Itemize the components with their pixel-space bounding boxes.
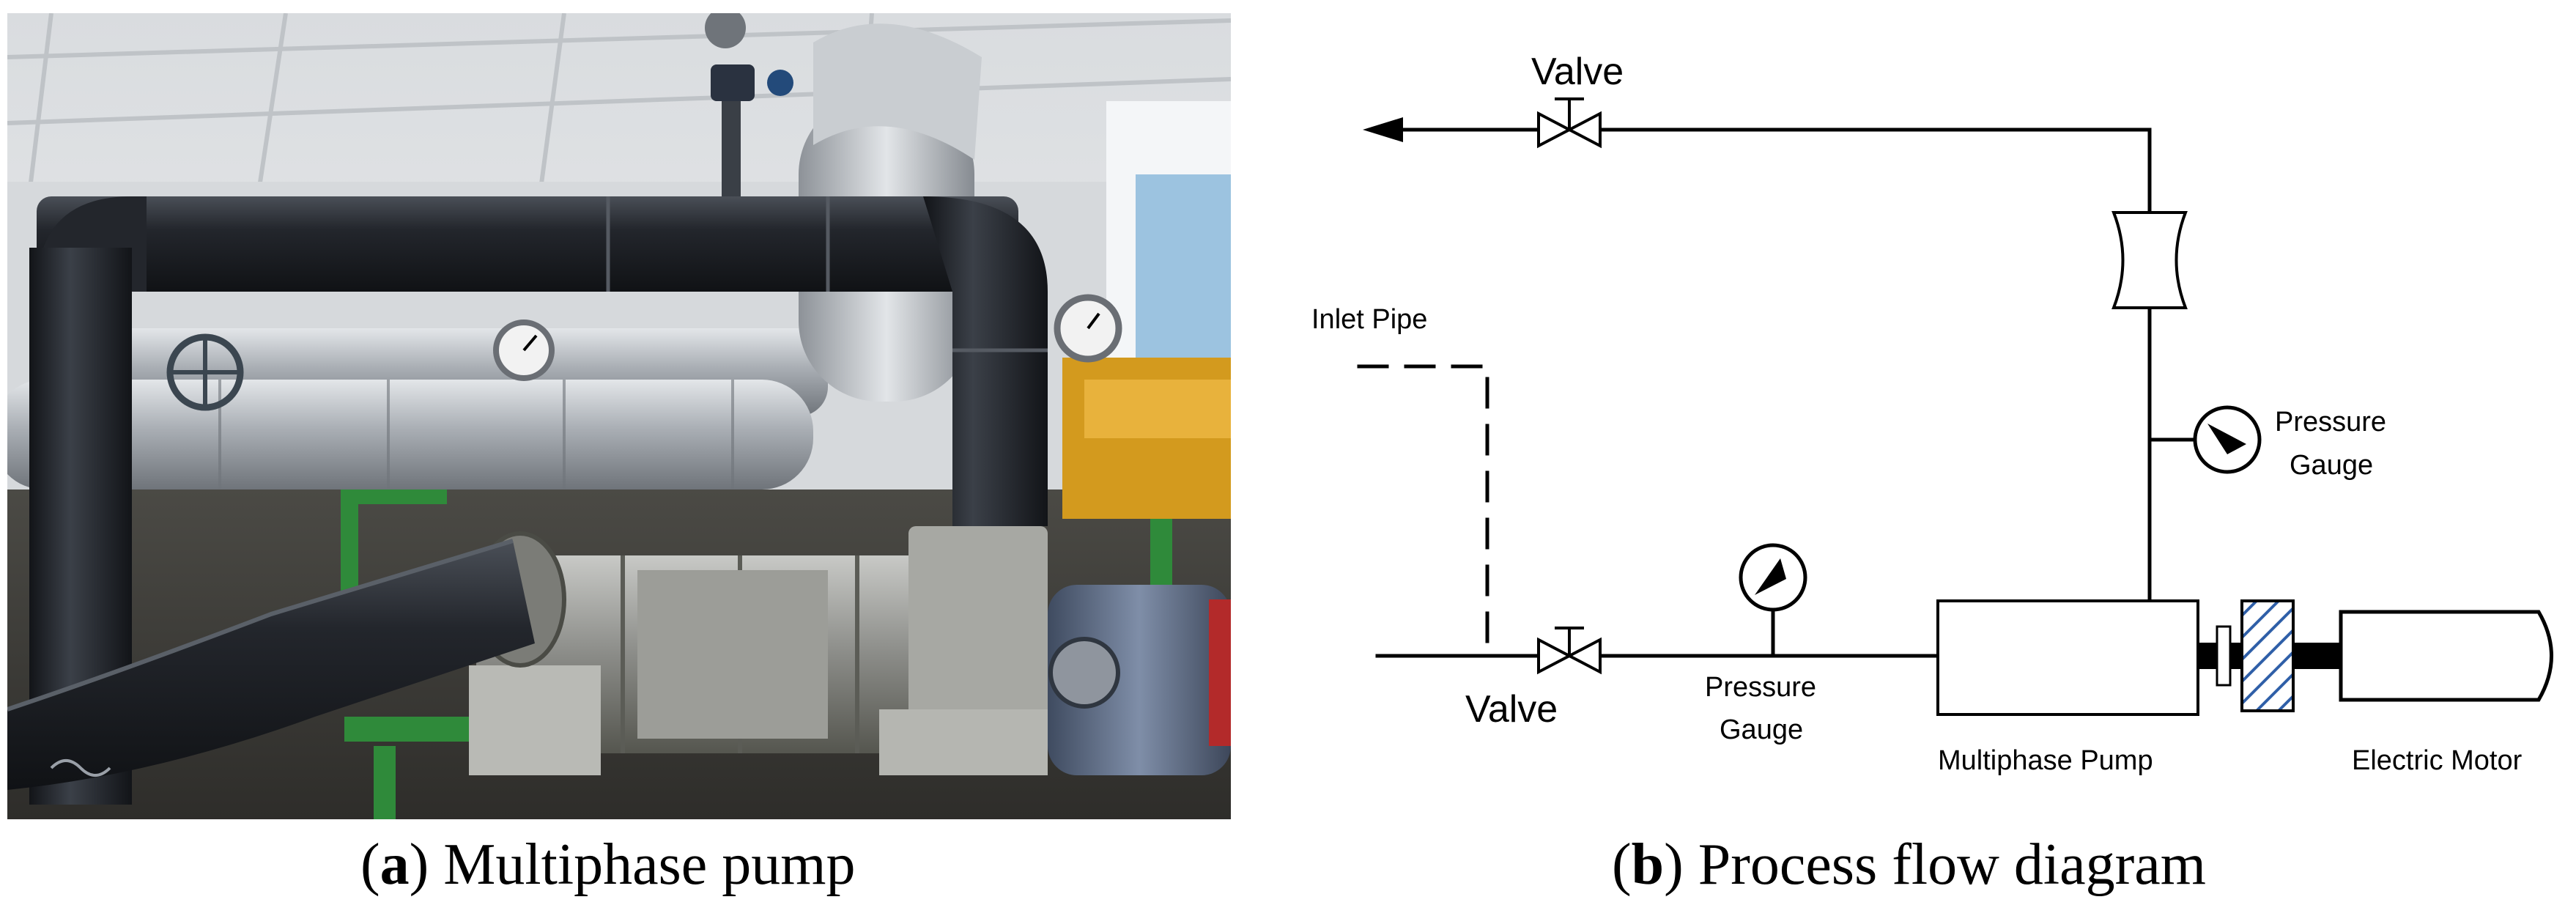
valve-top-label: Valve [1531, 51, 1624, 93]
caption-b-text: Process flow diagram [1698, 832, 2206, 897]
caption-a-text: Multiphase pump [443, 832, 856, 897]
pressure-gauge-bottom-label-1: Pressure [1705, 672, 1816, 703]
pressure-gauge-bottom-label-2: Gauge [1720, 714, 1803, 745]
pressure-gauge-bottom-symbol [1739, 543, 1807, 612]
coupling-symbol [2240, 599, 2295, 712]
electric-motor-symbol [2339, 610, 2553, 702]
pressure-gauge-right-label-1: Pressure [2275, 407, 2386, 437]
caption-panel-b: (b) Process flow diagram [1612, 832, 2206, 897]
flow-meter-symbol [2111, 211, 2188, 309]
caption-panel-a: (a) Multiphase pump [360, 832, 856, 897]
valve-bottom-label: Valve [1465, 688, 1558, 731]
pressure-gauge-right-symbol [2193, 405, 2262, 474]
process-flow-diagram: Valve Pressure Gauge Inlet Pipe Valve Pr… [1267, 0, 2576, 828]
multiphase-pump-photo [7, 13, 1231, 819]
inlet-pipe-label: Inlet Pipe [1311, 304, 1427, 335]
valve-bottom-symbol [1537, 627, 1602, 675]
pressure-gauge-right-label-2: Gauge [2290, 450, 2373, 481]
multiphase-pump-symbol [1936, 599, 2199, 716]
caption-b-letter: b [1631, 832, 1665, 897]
multiphase-pump-label: Multiphase Pump [1938, 745, 2153, 776]
valve-top-symbol [1537, 97, 1602, 149]
electric-motor-label: Electric Motor [2352, 745, 2523, 776]
inlet-pipe-dashed [1357, 364, 1489, 658]
flow-arrowhead [1363, 117, 1403, 142]
coupling-flange [2216, 625, 2232, 687]
caption-a-letter: a [380, 832, 410, 897]
